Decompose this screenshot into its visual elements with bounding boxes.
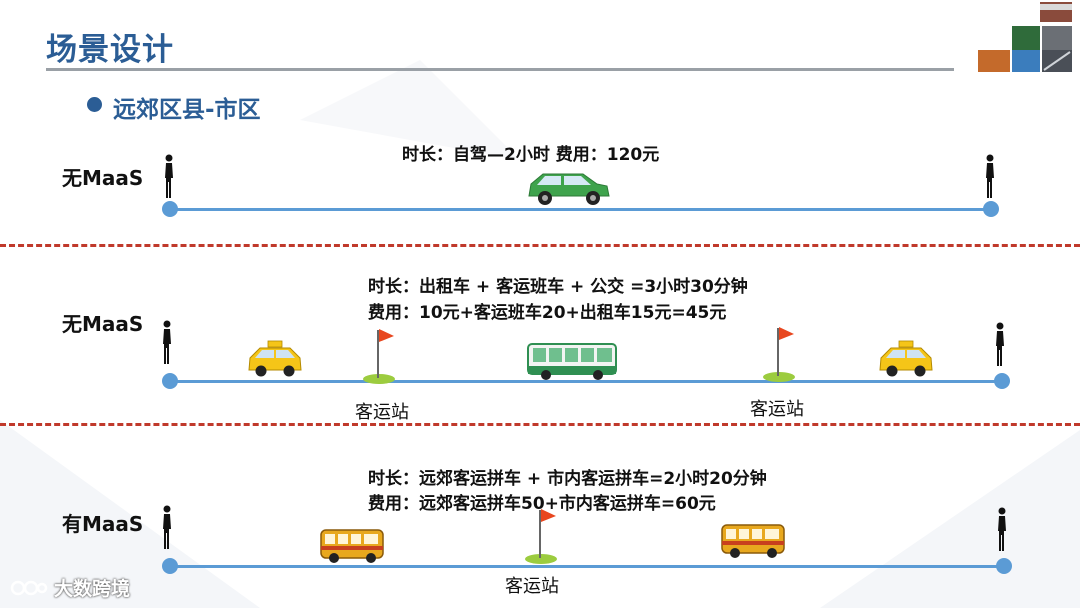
route-line (170, 208, 992, 211)
watermark: 大数跨境 (10, 574, 130, 601)
route-line (170, 380, 1000, 383)
section-divider (0, 244, 1080, 247)
section-subtitle: 远郊区县-市区 (113, 90, 261, 124)
station-flag-icon (362, 326, 396, 384)
scenario3-label: 有MaaS (62, 508, 143, 537)
station-label: 客运站 (355, 398, 409, 424)
scenario2-label: 无MaaS (62, 308, 143, 337)
person-walking-icon (160, 505, 174, 551)
scenario1-label: 无MaaS (62, 162, 143, 191)
scenario3-info-duration: 时长：远郊客运拼车 + 市内客运拼车=2小时20分钟 (368, 464, 767, 489)
start-point (162, 558, 178, 574)
person-walking-icon (983, 154, 997, 200)
end-point (994, 373, 1010, 389)
watermark-text: 大数跨境 (54, 574, 130, 601)
person-walking-icon (162, 154, 176, 200)
city-bus-icon (526, 342, 618, 380)
station-flag-icon (762, 324, 796, 382)
watermark-logo-icon (10, 577, 48, 599)
section-divider (0, 423, 1080, 426)
start-point (162, 201, 178, 217)
coach-bus-icon (319, 528, 385, 564)
scenario2-info-cost: 费用：10元+客运班车20+出租车15元=45元 (368, 298, 726, 323)
station-label: 客运站 (750, 395, 804, 421)
title-underline (46, 68, 954, 71)
page-title: 场景设计 (46, 24, 174, 69)
end-point (983, 201, 999, 217)
scenario1-info: 时长：自驾—2小时 费用：120元 (402, 140, 659, 165)
person-walking-icon (995, 507, 1009, 553)
bullet-icon (87, 97, 102, 112)
green-car-icon (525, 170, 611, 208)
person-walking-icon (993, 322, 1007, 368)
coach-bus-icon (720, 523, 786, 559)
station-flag-icon (524, 506, 558, 564)
scenario2-info-duration: 时长：出租车 + 客运班车 + 公交 =3小时30分钟 (368, 272, 748, 297)
station-label: 客运站 (505, 572, 559, 598)
taxi-icon (877, 340, 935, 378)
taxi-icon (246, 340, 304, 378)
transport-photo-collage (978, 0, 1074, 74)
route-line (170, 565, 1004, 568)
start-point (162, 373, 178, 389)
person-walking-icon (160, 320, 174, 366)
end-point (996, 558, 1012, 574)
